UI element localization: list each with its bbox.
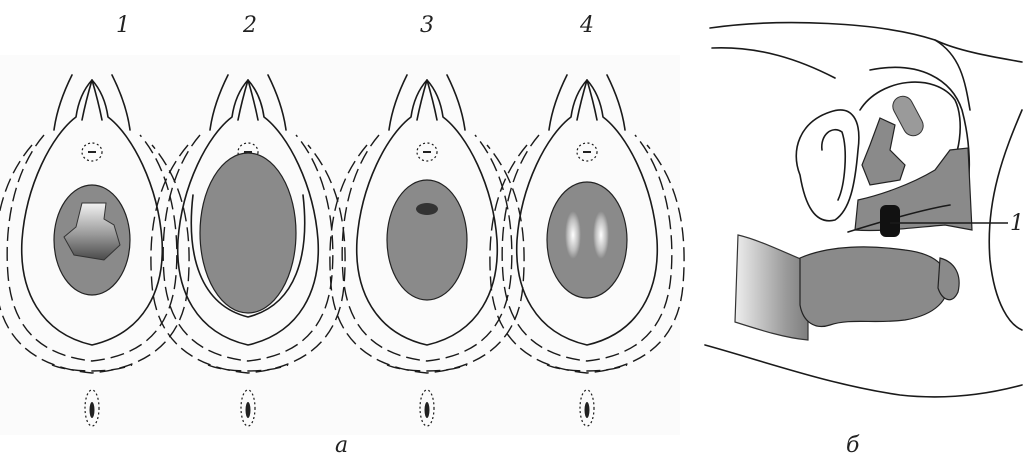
panel-b: 1 б xyxy=(705,23,1024,458)
stage-label-3: 3 xyxy=(420,13,434,38)
panel-a-caption: а xyxy=(335,433,348,458)
enlarged-area xyxy=(200,153,296,313)
stage-label-1: 1 xyxy=(116,13,130,38)
rectum-ampulla xyxy=(800,247,948,327)
affected-area xyxy=(387,180,467,300)
thigh-outline xyxy=(705,345,1022,397)
stage-label-2: 2 xyxy=(242,13,257,38)
body-outline-inner xyxy=(712,48,835,78)
stage-label-4: 4 xyxy=(579,13,594,38)
lesion-marker xyxy=(880,205,900,237)
panel-b-caption: б xyxy=(846,433,860,458)
ovary xyxy=(889,93,926,139)
pointer-label: 1 xyxy=(1010,211,1024,236)
cyst-right xyxy=(593,211,609,259)
anal-canal xyxy=(938,258,959,300)
bowel-loop xyxy=(796,110,859,221)
bowel-loop-inner xyxy=(822,130,845,200)
affected-area xyxy=(547,182,627,298)
uterine-cavity xyxy=(862,118,905,185)
focal-mark xyxy=(416,203,438,215)
body-outline-top xyxy=(710,23,970,110)
cyst-left xyxy=(565,211,581,259)
rectum-upper xyxy=(735,235,808,340)
